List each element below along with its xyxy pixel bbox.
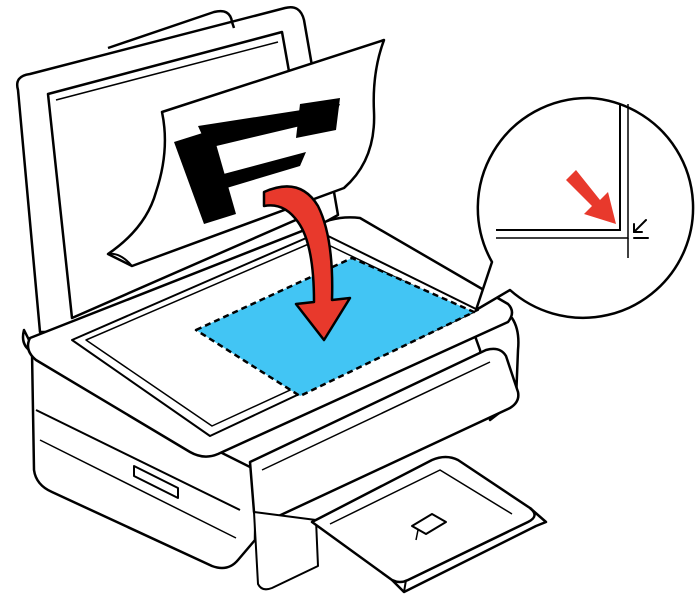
output-tray — [310, 455, 548, 594]
curved-arrow-down-icon — [262, 185, 352, 342]
document-placement-area — [194, 256, 476, 398]
magnified-corner-callout — [474, 96, 695, 320]
document-sheet — [106, 38, 386, 268]
letter-a-graphic — [174, 98, 340, 224]
control-panel — [248, 347, 520, 591]
red-arrow-icon — [566, 170, 616, 224]
corner-arrow-icon — [633, 219, 649, 239]
